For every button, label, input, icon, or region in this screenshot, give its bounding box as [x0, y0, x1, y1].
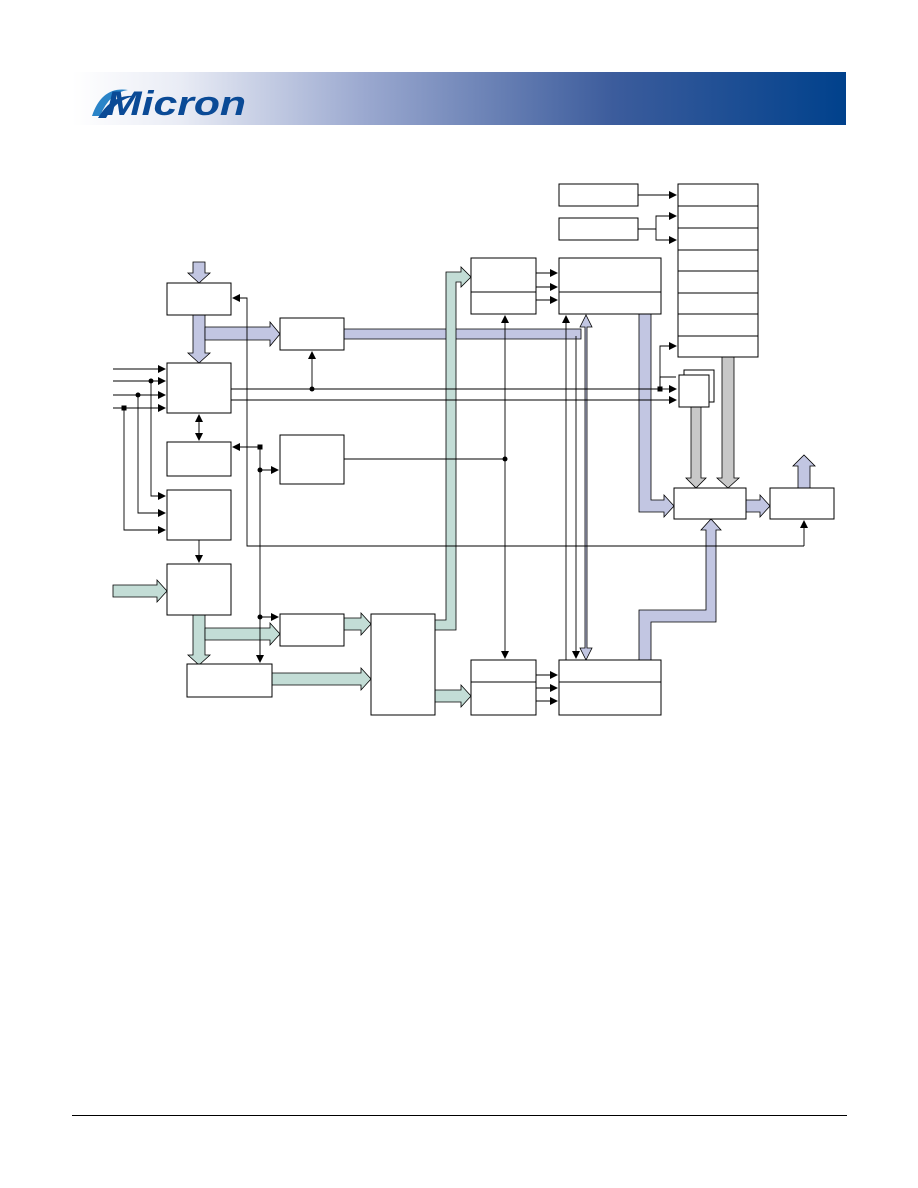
bus-green-group [112, 266, 472, 709]
block-register-c [186, 663, 273, 698]
bus-output-up [792, 454, 816, 489]
junction-dot [148, 378, 154, 384]
junction-square [257, 444, 263, 450]
block-register-b [279, 613, 345, 647]
bus-arrow-down-left [186, 314, 212, 364]
bus-gray-register-stack [685, 406, 707, 489]
junction-dot [257, 467, 263, 473]
block-mux [370, 613, 436, 716]
ctrl-branch-2 [137, 395, 166, 517]
block-input-buffer [166, 282, 232, 316]
ctrl-branch-3 [123, 408, 166, 534]
block-counter [166, 441, 232, 477]
bus-array-to-mux [638, 313, 675, 519]
bus-green-lower-to-mux [271, 666, 372, 692]
block-timer [279, 434, 345, 485]
config-b-out-2 [655, 229, 677, 244]
config-b-out [638, 212, 677, 230]
bus-green-to-register [204, 621, 281, 647]
junction-dot [257, 614, 263, 620]
block-io-buffer [166, 563, 232, 616]
junction-square [657, 386, 663, 392]
blocks [166, 183, 835, 716]
bus-green-mux-to-lower-decoder [434, 683, 472, 709]
header-banner [72, 72, 846, 125]
block-control-logic [166, 362, 232, 414]
bus-arrow-to-register [204, 320, 281, 348]
bus-arrow-input-top [186, 261, 212, 284]
bus-register-out [343, 328, 582, 340]
block-decoder-top [470, 257, 537, 315]
junction-dot [135, 392, 141, 398]
block-decoder-bottom [470, 659, 537, 716]
bus-gray-group [685, 356, 741, 489]
block-state-machine [166, 489, 232, 541]
block-config-a [558, 183, 639, 207]
ctrl-to-register-column [659, 342, 677, 389]
block-output-mux [673, 487, 747, 520]
logo-swoosh-icon [98, 95, 134, 118]
bus-green-register-to-mux [343, 611, 372, 637]
junction-square [121, 405, 127, 411]
junction-dot [309, 386, 315, 392]
bus-green-down [186, 614, 212, 666]
block-array-top [558, 257, 662, 315]
block-register-a [279, 317, 345, 351]
block-array-bottom [558, 659, 662, 716]
junctions [121, 378, 663, 620]
bus-green-input-left [112, 578, 168, 604]
bus-vertical-bidirectional [579, 314, 593, 661]
control-lines [113, 191, 808, 705]
bus-blue-group [186, 261, 816, 661]
block-stack-front [678, 374, 710, 408]
micron-logo: Micron [92, 85, 246, 122]
block-output-buffer [769, 487, 835, 520]
ctrl-feedback [232, 294, 804, 547]
block-config-b [558, 217, 639, 241]
logo-swoosh-icon [92, 89, 128, 116]
bus-green-mux-up [434, 266, 472, 631]
bus-lower-array-to-mux [638, 518, 722, 661]
footer-rule [72, 1115, 847, 1116]
bus-gray-register-column [715, 356, 741, 489]
ctrl-branch-1 [150, 381, 166, 500]
junction-dot [502, 456, 508, 462]
logo-wordmark: Micron [106, 85, 246, 122]
bus-mux-to-output [745, 493, 771, 519]
